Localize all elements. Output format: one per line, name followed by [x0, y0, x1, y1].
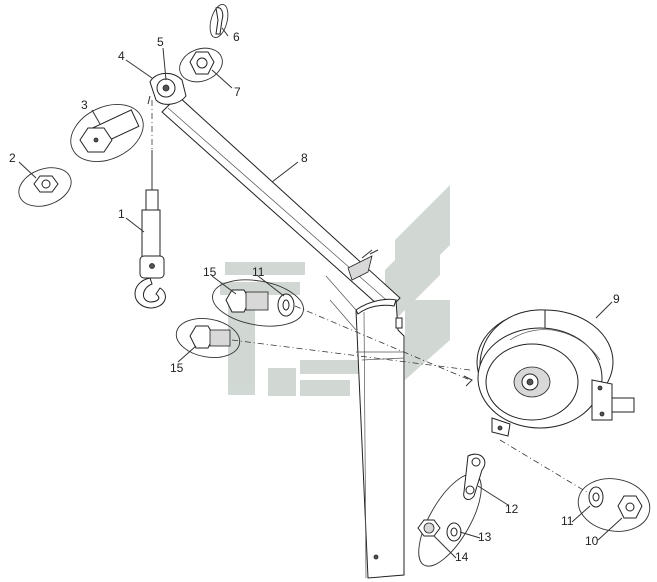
pulley-head — [147, 73, 187, 105]
callout-11-upper: 11 — [252, 265, 265, 279]
callout-1: 1 — [118, 207, 125, 221]
part-15-lower — [175, 318, 241, 358]
part-15-11-upper — [212, 279, 304, 327]
part-12-bracket — [418, 453, 486, 567]
callout-9: 9 — [613, 292, 620, 306]
callout-6: 6 — [233, 30, 240, 44]
callout-5: 5 — [157, 35, 164, 49]
part-13-washer — [446, 522, 462, 542]
callout-labels: 2 3 4 5 6 7 8 1 9 15 11 15 12 13 14 11 1… — [9, 30, 620, 564]
callout-11-lower: 11 — [561, 514, 574, 528]
part-14-nut — [417, 519, 441, 537]
boom-arm — [161, 95, 401, 313]
callout-7: 7 — [234, 85, 241, 99]
part-11-10-lower — [577, 478, 651, 532]
callout-15-lower: 15 — [170, 361, 184, 375]
part-3-bolt — [70, 104, 144, 162]
winch-drum — [476, 309, 635, 437]
part-7-nut — [179, 47, 223, 83]
callout-12: 12 — [505, 502, 519, 516]
callout-8: 8 — [301, 151, 308, 165]
cable-hook — [134, 100, 166, 309]
part-2-nut — [18, 167, 72, 207]
leader-lines — [18, 27, 623, 559]
vertical-post — [325, 275, 405, 579]
callout-15-upper: 15 — [203, 265, 217, 279]
callout-3: 3 — [81, 98, 88, 112]
callout-2: 2 — [9, 151, 16, 165]
part-6-pin — [209, 3, 229, 39]
callout-4: 4 — [118, 49, 125, 63]
callout-10: 10 — [585, 534, 599, 548]
watermark-logo — [220, 185, 450, 396]
callout-13: 13 — [478, 530, 492, 544]
assembly-lines — [231, 305, 601, 501]
callout-14: 14 — [455, 550, 469, 564]
